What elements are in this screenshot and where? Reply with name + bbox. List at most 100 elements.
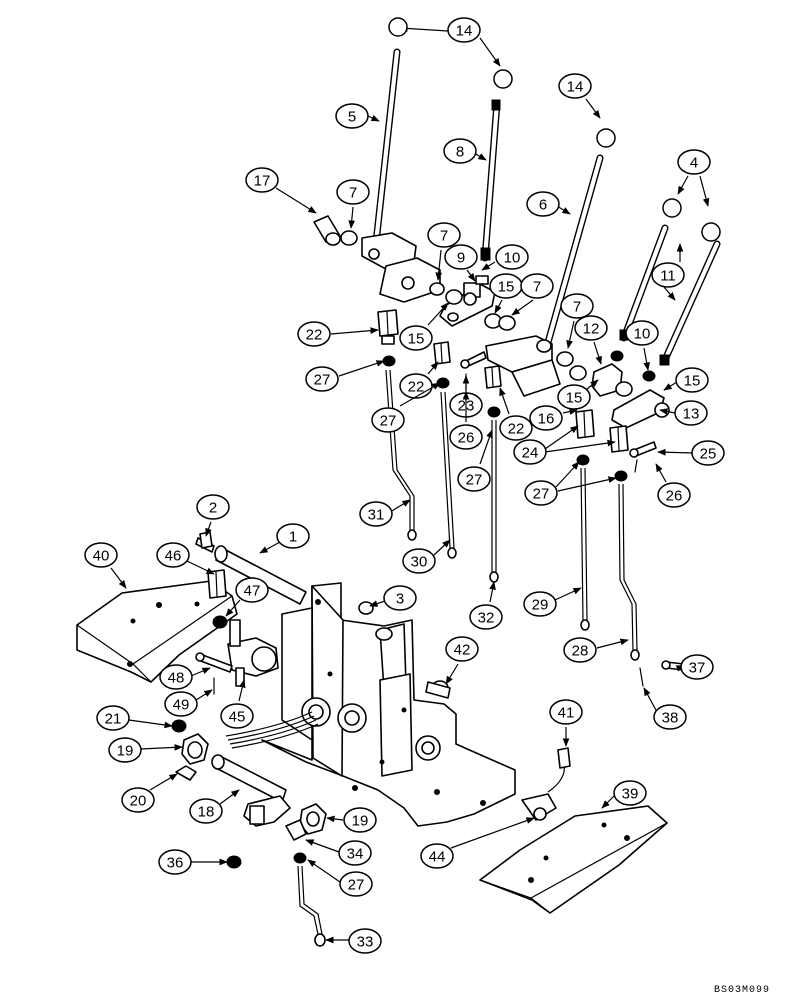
- callout-bubble: [529, 405, 563, 431]
- callout-leader: [238, 679, 246, 702]
- bolt-48: [195, 652, 233, 695]
- callout-bubble: [399, 325, 433, 351]
- callout-number: 24: [522, 445, 539, 462]
- callout-bubble: [96, 705, 130, 731]
- callout-30: 30: [402, 539, 451, 574]
- callout-bubble: [420, 843, 454, 869]
- callout-leader: [511, 299, 534, 316]
- callout-leader: [433, 539, 451, 556]
- callout-leader: [205, 521, 212, 537]
- callout-15: 15: [663, 367, 709, 393]
- callout-number: 8: [456, 144, 464, 161]
- callout-41: 41: [549, 699, 583, 747]
- callout-number: 40: [93, 548, 110, 565]
- callout-leader: [466, 269, 476, 282]
- bolt-2: [195, 531, 215, 553]
- callout-leader: [275, 187, 317, 214]
- callout-bubble: [359, 501, 393, 527]
- callout-22: 22: [297, 321, 379, 347]
- callout-bubble: [84, 542, 118, 568]
- callout-bubble: [427, 222, 461, 248]
- callout-number: 15: [408, 331, 425, 348]
- callout-bubble: [574, 315, 608, 341]
- callout-12: 12: [574, 315, 608, 365]
- callout-leader: [399, 25, 449, 32]
- clevis-46: [207, 569, 228, 629]
- callout-19: 19: [108, 737, 183, 763]
- callout-number: 5: [348, 109, 356, 126]
- callout-bubble: [305, 366, 339, 392]
- callout-leader: [307, 859, 341, 883]
- callout-27: 27: [524, 461, 617, 506]
- nut-36: [226, 855, 242, 869]
- clevis-44: [521, 747, 571, 821]
- callout-leader: [195, 689, 213, 701]
- callout-26: 26: [655, 463, 691, 508]
- callout-bubble: [443, 138, 477, 164]
- callout-number: 15: [498, 279, 515, 296]
- linkage-rod-32: [489, 420, 499, 583]
- callout-number: 27: [380, 413, 397, 430]
- callout-bubble: [677, 149, 711, 175]
- callout-bubble: [339, 871, 373, 897]
- callout-8: 8: [443, 138, 487, 164]
- callout-number: 1: [289, 529, 297, 546]
- callout-leader: [663, 381, 678, 391]
- callout-leader: [585, 98, 601, 119]
- callout-27: 27: [307, 859, 373, 897]
- callout-leader: [596, 638, 629, 649]
- callout-15: 15: [489, 273, 523, 314]
- control-rod-6: [485, 154, 604, 397]
- callout-leader: [489, 581, 496, 603]
- callout-26: 26: [449, 391, 483, 450]
- clevis-22a: [377, 309, 399, 367]
- linkage-9: [439, 275, 516, 331]
- callout-number: 22: [408, 379, 425, 396]
- callout-number: 19: [352, 813, 369, 830]
- callout-number: 28: [572, 643, 589, 660]
- callout-number: 27: [533, 486, 550, 503]
- callout-13: 13: [659, 400, 708, 426]
- callout-number: 9: [457, 250, 465, 267]
- callout-number: 10: [634, 326, 651, 343]
- callout-42: 42: [445, 636, 479, 685]
- callout-leader: [593, 341, 602, 365]
- callout-4: 4: [677, 149, 711, 207]
- callout-bubble: [445, 636, 479, 662]
- callout-leader: [479, 37, 501, 67]
- mounting-frame: [261, 582, 516, 827]
- callout-number: 34: [347, 846, 364, 863]
- callout-bubble: [245, 167, 279, 193]
- callout-bubble: [158, 849, 192, 875]
- callout-number: 47: [244, 583, 261, 600]
- callout-24: 24: [513, 425, 616, 465]
- callout-38: 38: [643, 687, 687, 730]
- callout-bubble: [447, 17, 481, 43]
- callout-27: 27: [305, 360, 385, 392]
- control-rod-8: [480, 99, 501, 262]
- callout-3: 3: [369, 585, 417, 611]
- callout-bubble: [348, 928, 382, 954]
- callout-17: 17: [245, 167, 317, 214]
- callout-number: 42: [454, 642, 471, 659]
- callout-25: 25: [657, 440, 725, 466]
- callout-39: 39: [601, 780, 647, 809]
- callout-leader: [445, 663, 459, 685]
- callout-number: 11: [660, 268, 676, 285]
- callout-bubble: [189, 798, 223, 824]
- callout-bubble: [563, 637, 597, 663]
- callout-number: 22: [306, 327, 323, 344]
- callout-bubble: [560, 293, 594, 319]
- callout-bubble: [449, 424, 483, 450]
- callout-leader: [348, 206, 356, 229]
- callout-leader: [427, 361, 439, 375]
- callout-20: 20: [121, 773, 178, 813]
- fitting-19-left: [171, 719, 209, 781]
- callout-leader: [369, 600, 386, 607]
- callout-bubble: [371, 407, 405, 433]
- callout-bubble: [651, 262, 685, 288]
- callout-bubble: [383, 585, 417, 611]
- pedal-40: [76, 580, 238, 683]
